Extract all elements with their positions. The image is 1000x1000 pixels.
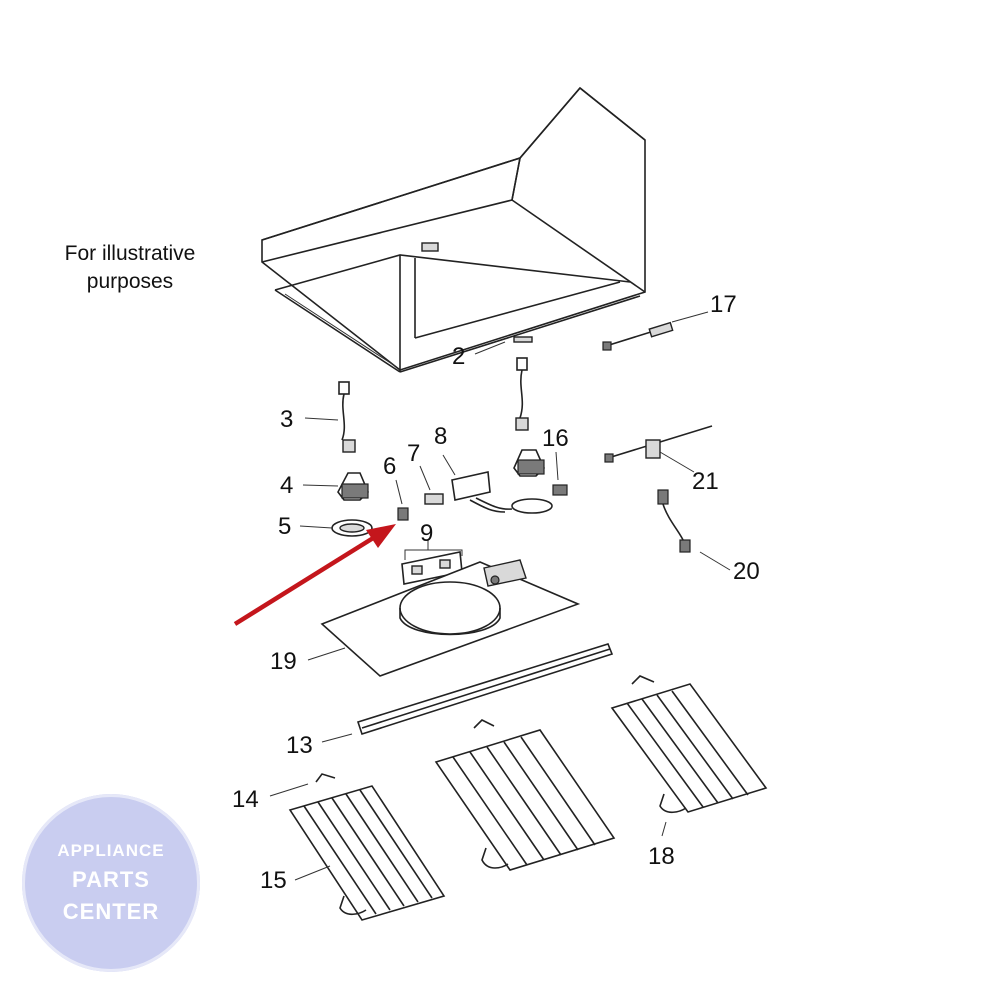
note-line-1: For illustrative [64,242,196,265]
callout-21: 21 [692,468,719,495]
part-18-grease-filter [610,675,768,837]
callout-8: 8 [434,423,448,450]
watermark-line-1: APPLIANCE [57,841,165,860]
part-20-power-cord [657,489,731,571]
callout-17: 17 [710,291,737,318]
part-7-switch [419,465,444,505]
part-2-bulb [513,336,533,343]
part-14-clip [269,773,336,797]
part-3-wire-harness [304,381,356,453]
illustrative-note: For illustrative purposes [40,240,220,296]
part-6-switch [395,479,409,521]
part-15-grease-filter [288,785,446,921]
part-21-wiring [604,425,713,473]
grease-filter-middle [434,719,616,871]
callout-4: 4 [280,472,294,499]
note-line-2: purposes [86,270,174,293]
callout-16: 16 [542,425,569,452]
callout-5: 5 [278,513,292,540]
part-4-lamp-socket [302,472,369,501]
callout-3: 3 [280,406,294,433]
callout-14: 14 [232,786,259,813]
callout-18: 18 [648,843,675,870]
part-19-mounting-plate [307,559,581,677]
red-pointer-arrow [233,524,396,626]
part-16-clip [552,451,568,496]
callout-15: 15 [260,867,287,894]
callout-19: 19 [270,648,297,675]
callout-13: 13 [286,732,313,759]
part-13-rail [321,643,614,743]
part-17-sensor [602,311,709,351]
right-lamp-assembly [511,357,553,514]
callout-6: 6 [383,453,397,480]
part-5-lamp-ring [299,519,373,537]
range-hood-canopy [261,86,646,373]
callout-9: 9 [420,520,434,547]
callout-7: 7 [407,440,421,467]
watermark-line-3: CENTER [62,899,160,924]
watermark-logo: APPLIANCE PARTS CENTER [22,794,200,972]
part-8-bracket [442,454,513,513]
callout-2: 2 [452,343,466,370]
part-9-bracket [401,540,463,585]
watermark-line-2: PARTS [72,867,150,892]
callout-20: 20 [733,558,760,585]
